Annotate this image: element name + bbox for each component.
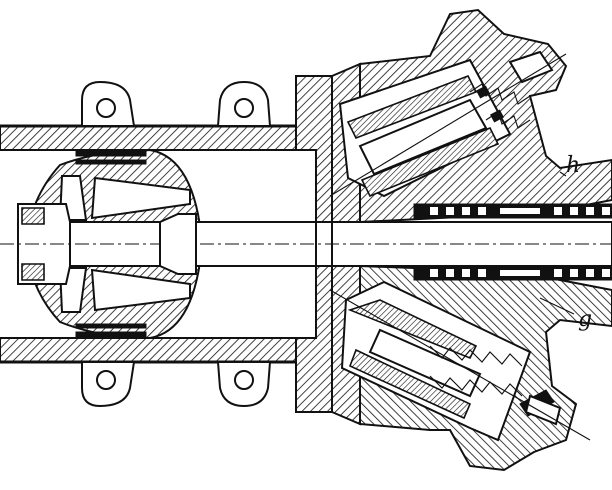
label-g-text: g	[578, 307, 592, 332]
mounting-lug-top-right	[216, 80, 272, 127]
lower-valve-casing	[329, 264, 612, 472]
rod-packing-upper	[413, 203, 612, 219]
mounting-lug-bottom-right	[216, 361, 272, 408]
upper-valve-casing	[329, 8, 612, 224]
label-g: g	[539, 297, 592, 332]
label-h-text: h	[566, 153, 580, 178]
label-h: h	[559, 153, 580, 178]
mounting-lug-top-left	[81, 80, 136, 127]
rod-packing-lower	[413, 265, 612, 281]
mounting-lug-bottom-left	[81, 361, 136, 408]
